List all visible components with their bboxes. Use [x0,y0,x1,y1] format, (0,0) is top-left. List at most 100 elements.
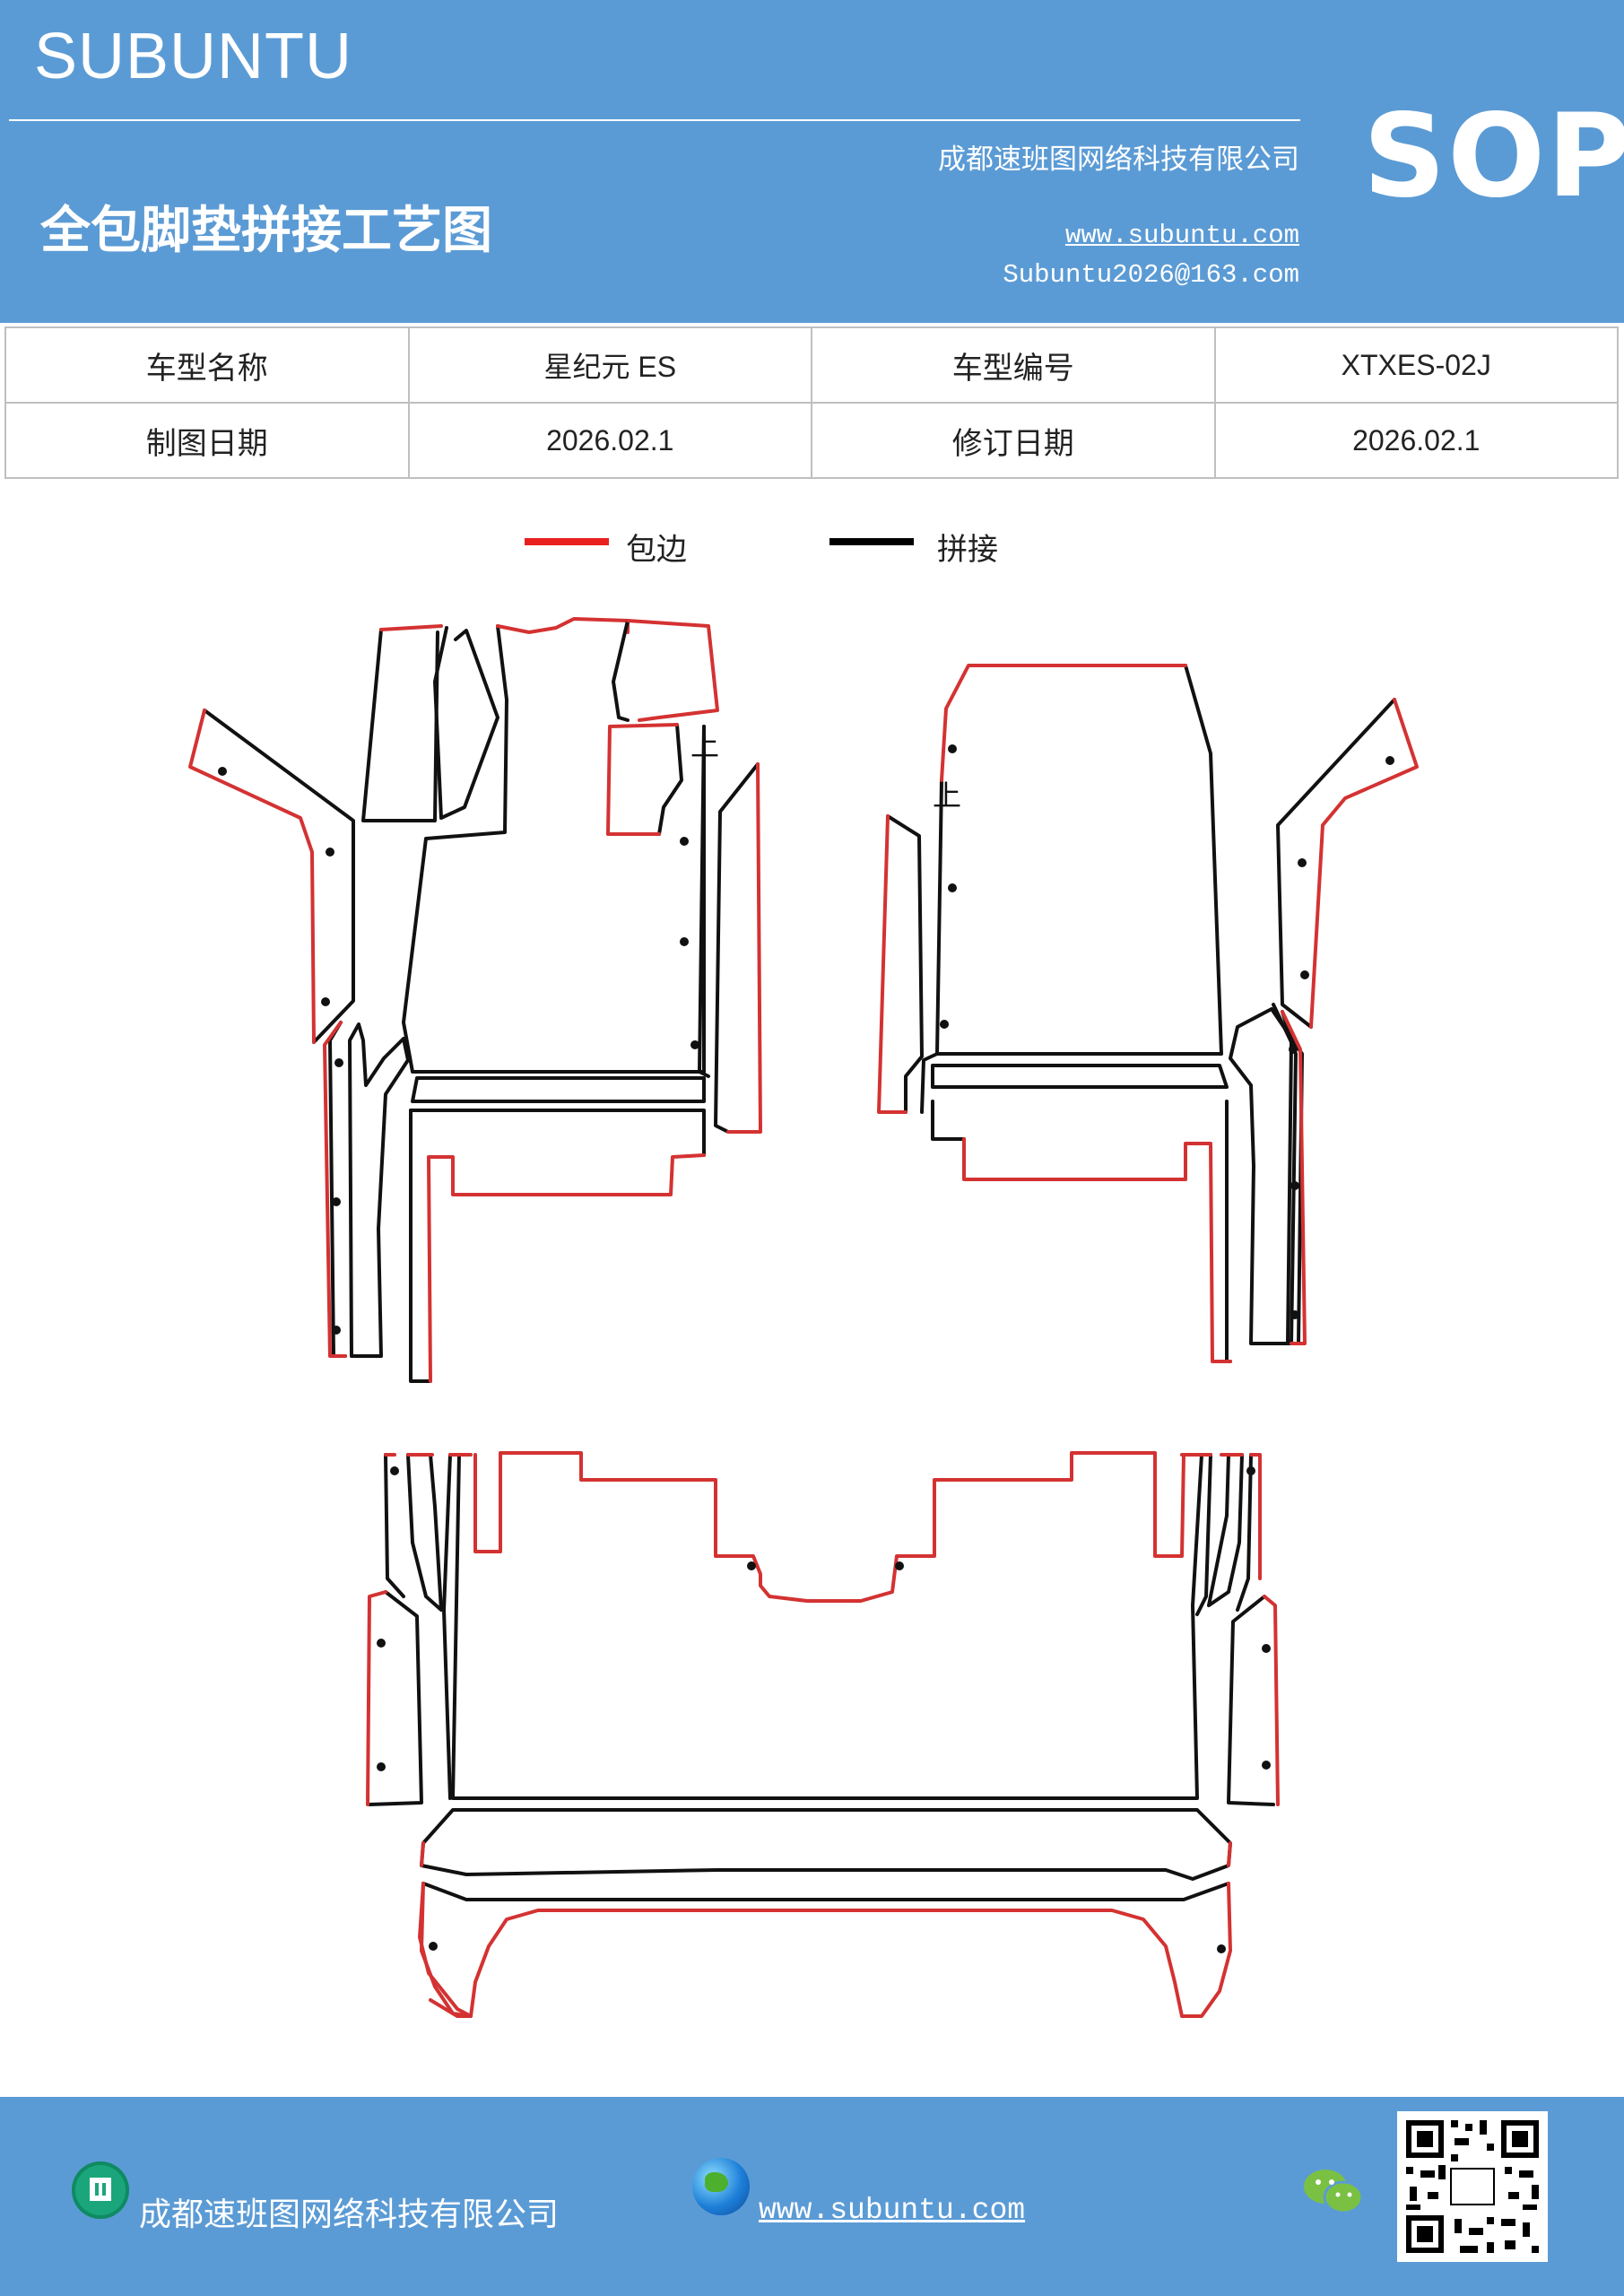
mat-piece [714,762,760,1134]
seam-dot [690,1040,699,1049]
mat-piece [1272,1003,1293,1345]
seam-dot [1300,970,1309,979]
legend-label-seam: 拼接 [937,532,998,568]
mat-edge [420,1841,425,1867]
header-company: 成都速班图网络科技有限公司 [938,144,1299,176]
mat-edge [427,1153,706,1383]
table-cell-value: 2026.02.1 [1213,402,1619,479]
mat-edge [323,1021,347,1358]
mat-edge [606,723,679,836]
mat-edge [473,1451,1203,1603]
mat-edge [1281,1010,1307,1345]
mat-edge [1309,698,1419,1029]
document-title: 全包脚垫拼接工艺图 [40,201,492,260]
mat-piece [368,1590,423,1806]
table-row: 制图日期 2026.02.1 修订日期 2026.02.1 [4,402,1619,479]
seam-dot [895,1561,904,1570]
mat-piece [1276,698,1396,1029]
mat-piece [931,1064,1229,1089]
seam-dots [218,744,1394,1953]
globe-icon [692,2158,750,2215]
wechat-icon[interactable] [1302,2167,1365,2217]
mat-piece [203,709,355,1044]
mat-edge [366,1590,387,1806]
rear-mat-group [366,1451,1280,2018]
seam-dot [1289,1045,1298,1054]
qr-code [1397,2111,1548,2262]
mat-piece [406,1453,443,1612]
mat-piece [402,624,706,1074]
legend-label-edge: 包边 [626,532,687,568]
seam-dot [948,883,957,892]
mat-edge [496,617,630,634]
seam-dot [218,767,227,776]
mat-piece [657,723,683,836]
mat-piece [451,1453,1203,1800]
vehicle-info-table: 车型名称 星纪元 ES 车型编号 XTXES-02J 制图日期 2026.02.… [4,326,1619,479]
building-icon [72,2161,129,2219]
seam-dot [1246,1466,1255,1475]
mat-piece [931,1100,966,1141]
mat-piece [384,1453,405,1598]
mat-piece [1227,1595,1275,1806]
seam-dot [334,1058,343,1067]
seam-dot [940,1020,949,1029]
footer-website-link[interactable]: www.subuntu.com [759,2194,1026,2227]
legend-swatch-seam [829,538,914,545]
seam-dot [429,1942,438,1951]
brand-name: SUBUNTU [34,21,353,92]
header-website-link[interactable]: www.subuntu.com [1064,221,1299,250]
seam-dot [680,837,689,846]
mat-edge [962,1137,1232,1363]
footer-company: 成都速班图网络科技有限公司 [139,2196,560,2233]
seam-dot [377,1762,386,1771]
mat-piece [348,1022,410,1358]
mat-piece [935,664,1223,1056]
table-cell-value: 星纪元 ES [407,326,812,404]
table-cell-label: 车型编号 [811,326,1216,404]
table-cell-value: 2026.02.1 [407,402,812,479]
mat-edge [626,619,719,722]
legend-swatch-edge [525,538,609,545]
legend: 包边 拼接 [0,525,1624,570]
up-marker: 上 [690,728,719,762]
header-divider [9,119,1300,121]
mat-piece [920,1052,939,1114]
table-cell-value: XTXES-02J [1213,326,1619,404]
seam-dot [680,937,689,946]
mat-piece [698,725,710,1078]
mat-piece [1195,1453,1212,1616]
seam-dot [326,848,334,857]
table-cell-label: 制图日期 [4,402,410,479]
seam-dot [1262,1644,1271,1653]
seam-dot [1298,858,1307,867]
header-banner: SUBUNTU 全包脚垫拼接工艺图 成都速班图网络科技有限公司 www.subu… [0,0,1624,323]
table-row: 车型名称 星纪元 ES 车型编号 XTXES-02J [4,326,1619,404]
seam-dot [1262,1761,1271,1770]
mat-piece [886,814,924,1114]
seam-dot [1290,1310,1299,1319]
seam-dot [321,997,330,1006]
table-cell-label: 车型名称 [4,326,410,404]
mat-piece [409,1109,432,1383]
mat-edge [940,664,1187,782]
seam-dot [332,1326,341,1335]
mat-edge [188,709,316,1044]
mat-piece [361,628,439,822]
mat-piece [1236,1453,1253,1612]
mat-piece [1207,1453,1244,1607]
mat-edge [877,814,908,1114]
seam-dot [948,744,957,753]
mat-edge [379,624,443,631]
mat-piece [328,1021,347,1358]
mat-piece [409,1109,706,1157]
mat-piece [411,1076,706,1103]
mat-edge [1249,1453,1262,1580]
mat-piece [433,626,499,820]
seam-dot [377,1639,386,1648]
mat-piece [612,619,630,722]
seam-dot [390,1466,399,1475]
mat-edge [1227,1841,1232,1867]
up-marker: 上 [933,778,961,813]
